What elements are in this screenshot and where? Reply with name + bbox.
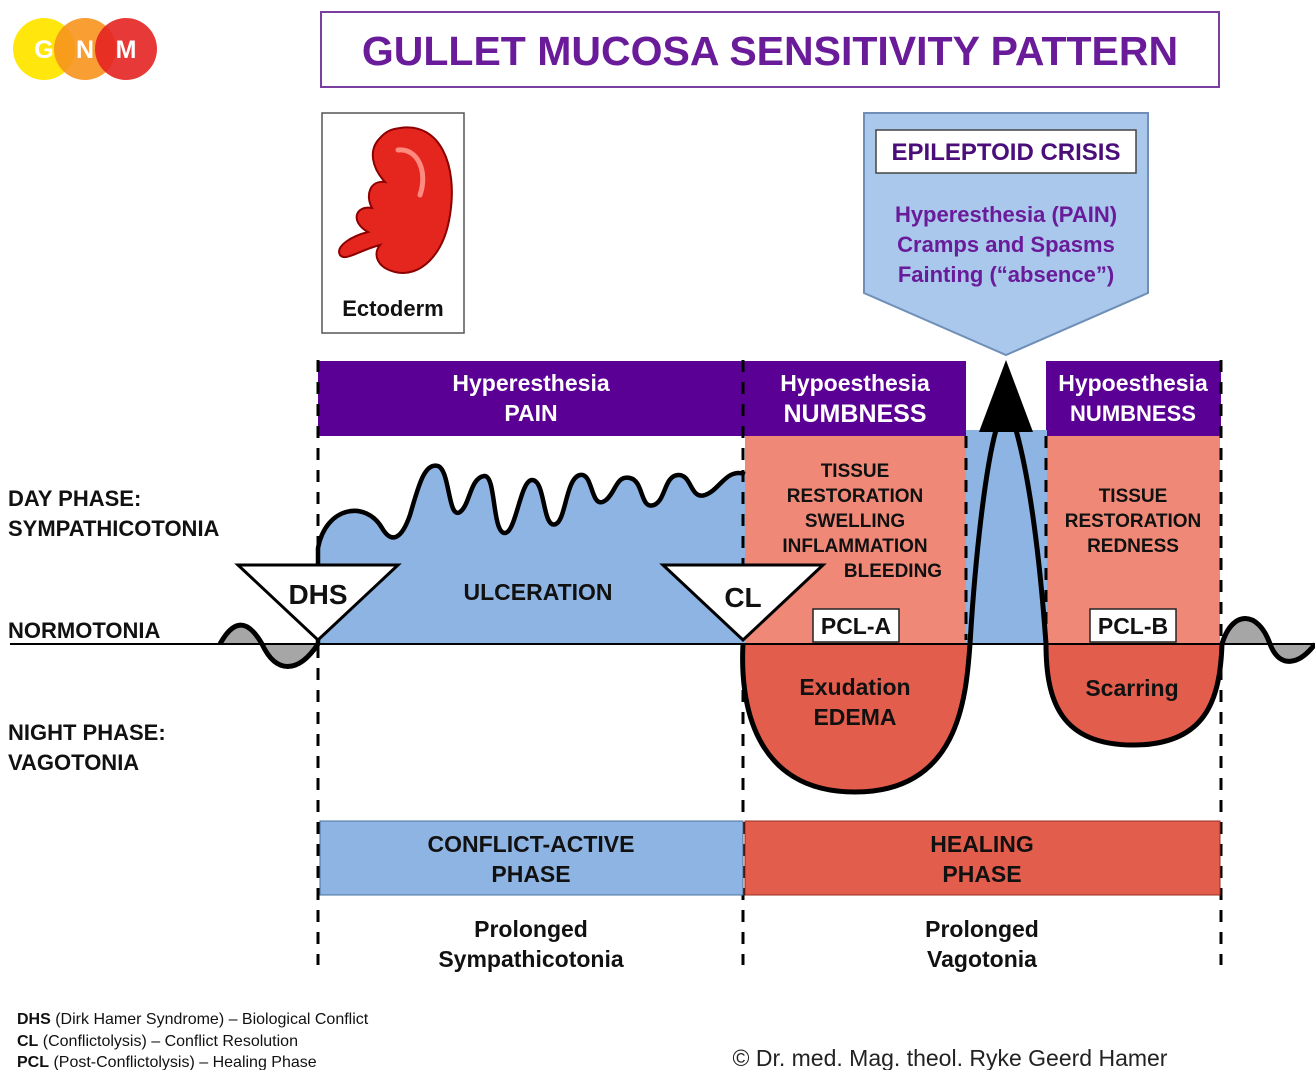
header-hyperesthesia xyxy=(318,361,743,436)
scarring-label: Scarring xyxy=(1085,675,1178,701)
healing-line1: HEALING xyxy=(930,831,1034,857)
ectoderm-label: Ectoderm xyxy=(342,296,443,321)
copyright-text: © Dr. med. Mag. theol. Ryke Geerd Hamer xyxy=(733,1045,1168,1070)
pcl-a-text-1: TISSUE xyxy=(821,461,890,482)
pcl-b-text-1: TISSUE xyxy=(1099,486,1168,507)
phase-dividers xyxy=(316,360,1223,965)
page-title: GULLET MUCOSA SENSITIVITY PATTERN xyxy=(362,28,1178,74)
night-phase-line2: VAGOTONIA xyxy=(8,750,139,775)
logo-letter-m: M xyxy=(116,36,137,64)
prolonged-vago-line2: Vagotonia xyxy=(927,946,1037,972)
gnm-logo: G N M xyxy=(13,18,157,80)
conflict-active-phase-bar xyxy=(319,820,744,896)
sympathicotonia-area xyxy=(318,465,745,644)
legend-item-pcl: PCL (Post-Conflictolysis) – Healing Phas… xyxy=(17,1054,317,1070)
pcl-b-box xyxy=(1089,608,1177,643)
exudation-line2: EDEMA xyxy=(813,704,896,730)
pcl-a-box xyxy=(812,608,900,643)
prolonged-symp-line2: Sympathicotonia xyxy=(438,946,624,972)
valley-a xyxy=(742,644,970,792)
epileptoid-crisis-title-box xyxy=(875,129,1137,174)
pcl-a-text-3: SWELLING xyxy=(805,511,905,532)
sympathicotonia-curve xyxy=(315,463,746,644)
title-box xyxy=(320,11,1220,88)
day-phase-line1: DAY PHASE: xyxy=(8,486,141,511)
header-hypoesthesia-a xyxy=(743,361,966,436)
valley-b xyxy=(1046,644,1222,745)
header-hypoesthesia-b-line2: NUMBNESS xyxy=(1070,401,1196,426)
cl-label: CL xyxy=(724,582,761,613)
legend-item-cl: CL (Conflictolysis) – Conflict Resolutio… xyxy=(17,1033,298,1050)
logo-letter-g: G xyxy=(34,36,53,64)
logo-letter-n: N xyxy=(76,36,94,64)
prolonged-vago-line1: Prolonged xyxy=(925,916,1039,942)
pcl-a-text-4: INFLAMMATION xyxy=(782,536,927,557)
cl-marker xyxy=(659,563,827,643)
crisis-line-1: Hyperesthesia (PAIN) xyxy=(895,202,1117,227)
epileptoid-crisis-title: EPILEPTOID CRISIS xyxy=(892,139,1121,166)
header-hyperesthesia-line2: PAIN xyxy=(504,400,557,426)
pcl-a-label: PCL-A xyxy=(821,613,891,639)
header-hypoesthesia-b xyxy=(1046,361,1221,436)
dhs-marker xyxy=(234,563,402,643)
crisis-line-2: Cramps and Spasms xyxy=(897,232,1115,257)
ulceration-label: ULCERATION xyxy=(463,579,612,605)
pcl-a-text-2: RESTORATION xyxy=(787,486,924,507)
dhs-label: DHS xyxy=(288,579,347,610)
night-phase-line1: NIGHT PHASE: xyxy=(8,720,166,745)
conflict-active-line1: CONFLICT-ACTIVE xyxy=(428,831,635,857)
normotonia-label: NORMOTONIA xyxy=(8,618,160,643)
pcl-b-label: PCL-B xyxy=(1098,613,1168,639)
embryo-icon xyxy=(338,126,453,274)
header-hypoesthesia-a-line2: NUMBNESS xyxy=(783,400,926,428)
curve-left-wave xyxy=(217,622,321,669)
prolonged-symp-line1: Prolonged xyxy=(474,916,588,942)
header-hyperesthesia-line1: Hyperesthesia xyxy=(452,370,609,396)
pcl-b-text-3: REDNESS xyxy=(1087,536,1179,557)
header-hypoesthesia-a-line1: Hypoesthesia xyxy=(780,370,930,396)
exudation-line1: Exudation xyxy=(799,674,910,700)
pcl-a-text-5: BLEEDING xyxy=(844,561,942,582)
legend-item-dhs: DHS (Dirk Hamer Syndrome) – Biological C… xyxy=(17,1011,369,1028)
crisis-arrow-icon xyxy=(979,360,1033,432)
header-hypoesthesia-b-line1: Hypoesthesia xyxy=(1058,370,1208,396)
healing-phase-bar xyxy=(744,820,1221,896)
day-phase-line2: SYMPATHICOTONIA xyxy=(8,516,220,541)
healing-line2: PHASE xyxy=(942,861,1021,887)
curve-healing xyxy=(740,429,1315,795)
conflict-active-line2: PHASE xyxy=(491,861,570,887)
crisis-line-3: Fainting (“absence”) xyxy=(898,262,1114,287)
pcl-b-text-2: RESTORATION xyxy=(1065,511,1202,532)
